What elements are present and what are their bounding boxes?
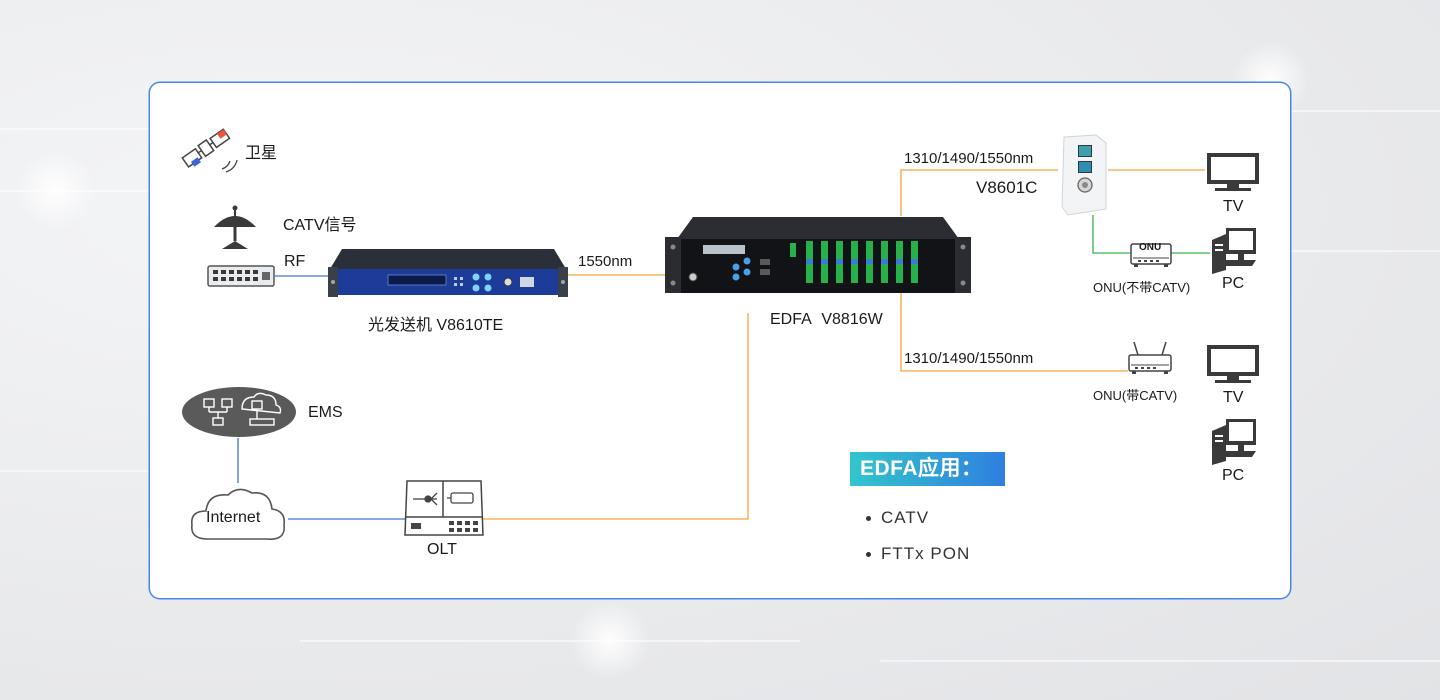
onu-no-catv-label: ONU(不带CATV): [1093, 280, 1191, 295]
satellite-label: 卫星: [245, 145, 278, 162]
rf-label: RF: [284, 253, 306, 270]
onu-with-catv-label: ONU(带CATV): [1093, 388, 1178, 403]
edfa-application-title: EDFA应用：: [850, 452, 1005, 486]
application-item: FTTx PON: [866, 544, 970, 564]
application-item: CATV: [866, 508, 929, 528]
pc-icon: [1212, 228, 1256, 274]
transmitter-label: 光发送机 V8610TE: [368, 317, 504, 334]
catv-signal-label: CATV信号: [283, 217, 357, 234]
tv-icon: [1207, 153, 1259, 191]
olt-edfa-fiber: [483, 313, 749, 520]
tv-top-label: TV: [1223, 198, 1244, 215]
network-diagram-card: 卫星 CATV信号 RF 光发送机: [150, 83, 1290, 598]
olt-device: [404, 480, 484, 536]
pc-bottom-label: PC: [1222, 467, 1245, 484]
wavelength-top-label: 1310/1490/1550nm: [904, 150, 1034, 167]
ems-network-icon: [182, 387, 296, 437]
fiber-1550-label: 1550nm: [578, 253, 633, 270]
optical-transmitter-device: [328, 249, 568, 297]
tv-bottom-label: TV: [1223, 389, 1244, 406]
edfa-prefix: EDFA: [770, 311, 811, 328]
onu-catv-device: [1128, 341, 1172, 374]
edfa-model: V8816W: [821, 311, 883, 328]
connection-lines: [237, 169, 1210, 520]
pc-icon: [1212, 419, 1256, 465]
edfa-label: EDFA V8816W: [770, 311, 883, 329]
application-item-text: FTTx PON: [881, 544, 971, 563]
tv-icon: [1207, 345, 1259, 383]
wavelength-bottom-label: 1310/1490/1550nm: [904, 350, 1034, 367]
bullet-dot: [866, 552, 871, 558]
onu-box-label: ONU: [1139, 242, 1162, 253]
internet-cloud-icon: [190, 488, 286, 541]
satellite-icon: [181, 128, 238, 173]
olt-label: OLT: [427, 541, 457, 558]
v8601c-label: V8601C: [976, 178, 1038, 197]
pc-top-label: PC: [1222, 275, 1245, 292]
v8601c-onu-link: [1092, 215, 1130, 254]
edfa-device: [665, 217, 971, 293]
ems-label: EMS: [308, 404, 343, 421]
onu-device: [1130, 243, 1172, 267]
bullet-dot: [866, 516, 871, 522]
v8601c-device: [1061, 134, 1107, 216]
fiber-bottom-branch: [900, 288, 1128, 372]
internet-label: Internet: [206, 509, 261, 526]
network-switch-icon: [207, 265, 275, 287]
fiber-top-branch: [900, 169, 1058, 216]
application-item-text: CATV: [881, 508, 930, 527]
satellite-dish-icon: [214, 205, 256, 249]
